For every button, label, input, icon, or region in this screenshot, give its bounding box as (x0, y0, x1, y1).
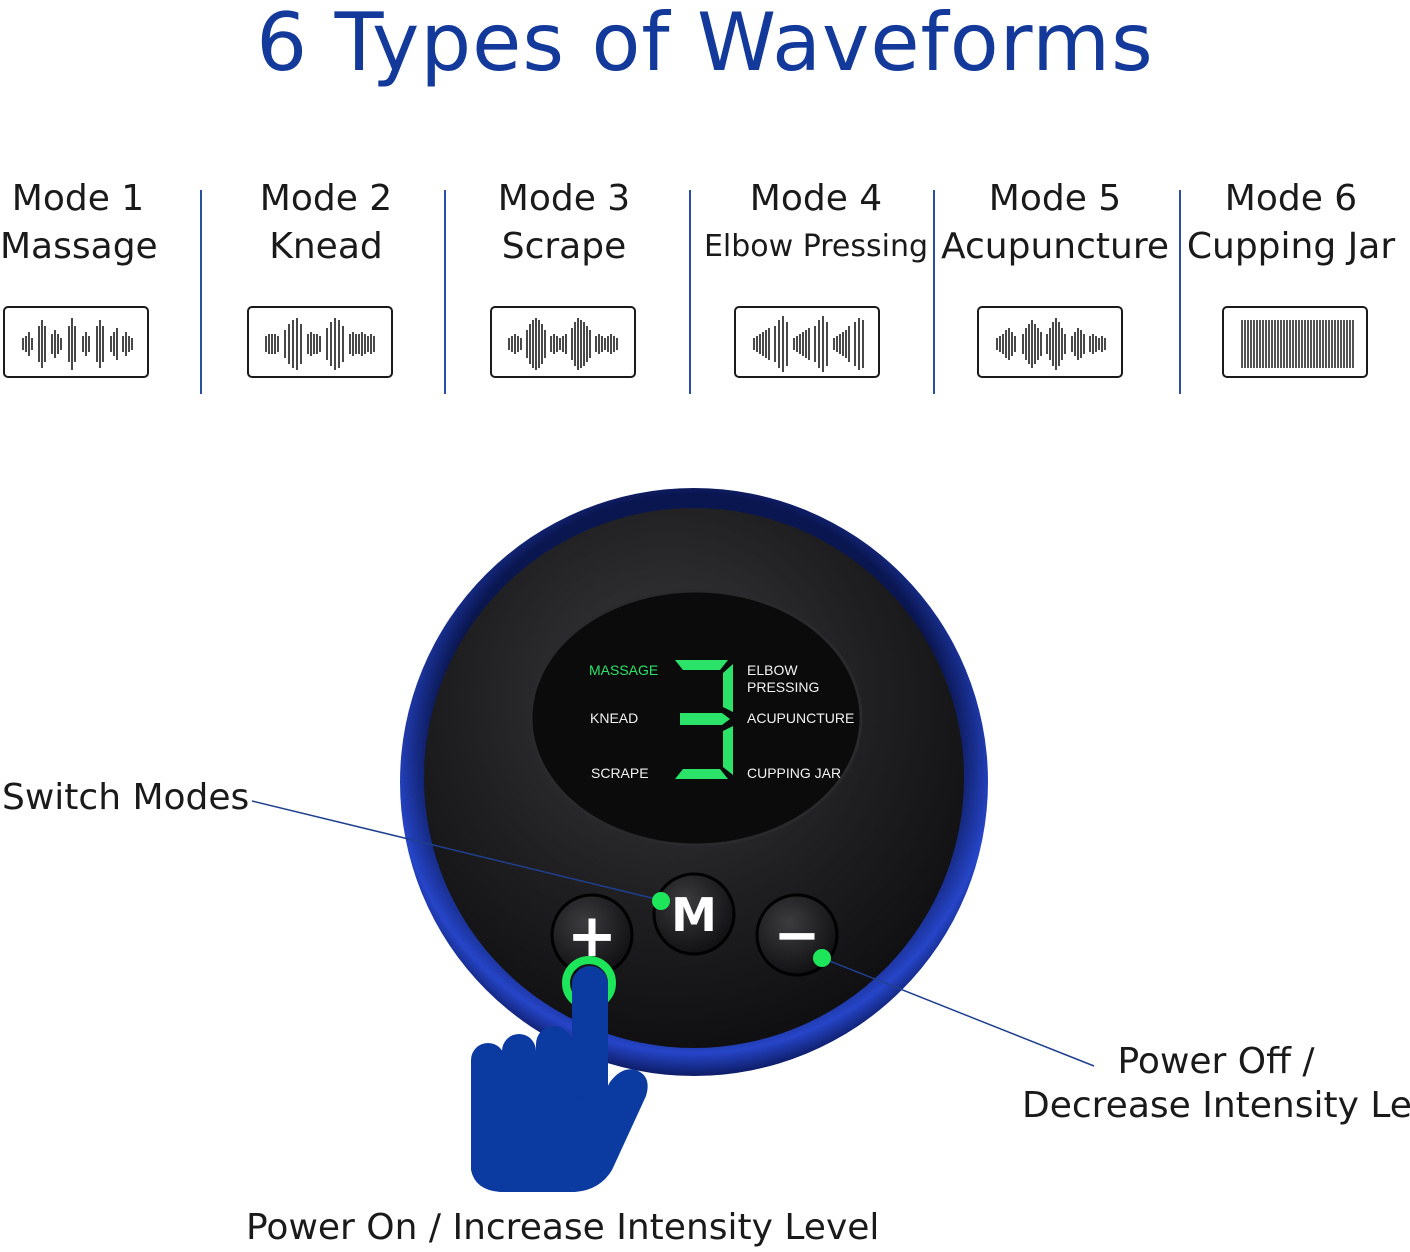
page-title: 6 Types of Waveforms (256, 0, 1154, 89)
mode-name: Scrape (501, 226, 627, 267)
power-off-label: Power Off / Decrease Intensity Level (1022, 1040, 1410, 1128)
waveform-icon (1241, 320, 1354, 368)
waveform-icon-mode-6 (1222, 306, 1368, 378)
mode-name: Knead (269, 226, 383, 267)
waveform-icon-mode-1 (3, 306, 149, 378)
column-divider (444, 190, 446, 394)
column-divider (689, 190, 691, 394)
power-off-line1: Power Off / (1117, 1041, 1315, 1082)
m-icon: M (671, 888, 717, 942)
display-label-elbow: ELBOW (747, 662, 798, 678)
waveform-icon (753, 316, 864, 372)
waveform-icon-mode-4 (734, 306, 880, 378)
mode-number: Mode 4 (749, 178, 883, 219)
mode-name: Acupuncture (941, 226, 1169, 267)
display-label-massage: MASSAGE (589, 662, 658, 678)
minus-icon: − (774, 903, 821, 968)
waveform-icon (265, 318, 375, 370)
switch-modes-label: Switch Modes (2, 777, 250, 818)
display-label-pressing: PRESSING (747, 679, 819, 695)
mode-number: Mode 6 (1224, 178, 1358, 219)
mode-1: Mode 1 Massage (0, 176, 158, 272)
power-off-line2: Decrease Intensity Level (1022, 1085, 1410, 1126)
hand-pointer-icon (471, 966, 648, 1192)
display-label-knead: KNEAD (590, 710, 638, 726)
waveform-icon-mode-2 (247, 306, 393, 378)
column-divider (200, 190, 202, 394)
column-divider (1179, 190, 1181, 394)
switch-modes-dot (652, 892, 670, 910)
waveform-icon-mode-5 (977, 306, 1123, 378)
column-divider (933, 190, 935, 394)
mode-6: Mode 6 Cupping Jar (1186, 176, 1396, 272)
display-label-acupuncture: ACUPUNCTURE (747, 710, 854, 726)
mode-name: Massage (0, 226, 158, 267)
switch-modes-leader (251, 800, 661, 901)
waveform-icon (22, 318, 133, 370)
mode-3: Mode 3 Scrape (484, 176, 644, 272)
mode-name: Elbow Pressing (703, 229, 929, 264)
power-on-label: Power On / Increase Intensity Level (246, 1207, 880, 1248)
display-label-scrape: SCRAPE (591, 765, 649, 781)
mode-number: Mode 5 (988, 178, 1122, 219)
mode-2: Mode 2 Knead (246, 176, 406, 272)
plus-button[interactable]: + (550, 893, 634, 977)
waveform-icon-mode-3 (490, 306, 636, 378)
display-digit-3 (675, 660, 733, 779)
mode-4: Mode 4 Elbow Pressing (700, 176, 932, 272)
mode-number: Mode 2 (259, 178, 393, 219)
power-off-leader (821, 957, 1095, 1067)
waveform-icon (508, 318, 618, 370)
mode-number: Mode 3 (497, 178, 631, 219)
mode-name: Cupping Jar (1186, 226, 1396, 267)
mode-5: Mode 5 Acupuncture (940, 176, 1170, 272)
power-off-dot (813, 949, 831, 967)
mode-number: Mode 1 (11, 178, 145, 219)
mode-button[interactable]: M (652, 872, 736, 956)
waveform-icon (996, 318, 1106, 370)
display-label-cupping-jar: CUPPING JAR (747, 765, 841, 781)
